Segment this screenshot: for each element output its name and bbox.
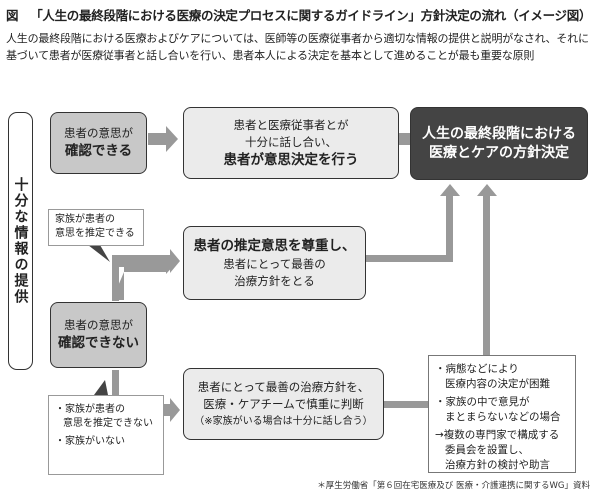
arrow-presumed-to-decision (365, 184, 460, 262)
box-team-judgment: 患者にとって最善の治療方針を、 医療・ケアチームで慎重に判断 （※家族がいる場合… (183, 368, 384, 440)
box-presumed-will-line3: 治療方針をとる (234, 273, 315, 288)
arrow-confirm-to-discussion (148, 126, 178, 152)
callout-tail-lower (94, 380, 108, 395)
box-final-decision-line1: 人生の最終段階における (422, 125, 576, 142)
side-label: 十分な情報の提供 (12, 177, 29, 305)
box-can-confirm-line2: 確認できる (64, 143, 133, 159)
figure-title-text: 「人生の最終段階における医療の決定プロセスに関するガイドライン」方針決定の流れ（… (30, 8, 592, 23)
box-cannot-confirm: 患者の意思が 確認できない (50, 302, 147, 368)
figure-title: 図「人生の最終段階における医療の決定プロセスに関するガイドライン」方針決定の流れ… (6, 5, 591, 24)
note-item1-line1: ・病態などにより (435, 363, 519, 375)
intro-paragraph: 人生の最終段階における医療およびケアについては、医師等の医療従事者から適切な情報… (6, 32, 589, 62)
note-item1-line2: 医療内容の決定が困難 (445, 378, 550, 390)
box-cannot-confirm-line2: 確認できない (58, 335, 139, 351)
box-discussion: 患者と医療従事者とが 十分に話し合い、 患者が意思決定を行う (183, 107, 399, 179)
box-presumed-will: 患者の推定意思を尊重し、 患者にとって最善の 治療方針をとる (183, 226, 366, 300)
callout-family-can-presume-line1: 家族が患者の (55, 214, 115, 225)
box-presumed-will-line2: 患者にとって最善の (223, 256, 326, 271)
box-team-judgment-line1: 患者にとって最善の治療方針を、 (197, 379, 370, 394)
note-item3-line1: →複数の専門家で構成する (435, 429, 560, 441)
box-can-confirm-line1: 患者の意思が (64, 126, 133, 140)
callout-tail-upper (88, 245, 110, 262)
box-presumed-will-line1: 患者の推定意思を尊重し、 (193, 237, 356, 254)
box-discussion-line1: 患者と医療従事者とが (233, 117, 349, 132)
callout-family-cannot: ・家族が患者の 意思を推定できない ・家族がいない (48, 395, 164, 475)
box-final-decision-line2: 医療とケアの方針決定 (429, 144, 569, 161)
callout-family-cannot-item1-line1: ・家族が患者の (55, 404, 125, 415)
arrow-note-to-decision (477, 184, 497, 355)
note-item3-line3: 治療方針の検討や助言 (445, 459, 550, 471)
note-item2-line1: ・家族の中で意見が (435, 396, 530, 408)
note-box: ・病態などにより 医療内容の決定が困難 ・家族の中で意見が まとまらないなどの場… (428, 355, 576, 473)
box-cannot-confirm-line1: 患者の意思が (64, 318, 133, 332)
arrow-cannot-to-presumed (112, 258, 178, 300)
callout-family-can-presume: 家族が患者の 意思を推定できる (48, 209, 144, 246)
callout-family-cannot-item1-line2: 意思を推定できない (63, 418, 153, 429)
source-footnote: ＊厚生労働省「第６回在宅医療及び 医療・介護連携に関するWG」資料 (317, 481, 590, 491)
box-can-confirm: 患者の意思が 確認できる (50, 112, 147, 174)
box-discussion-line3: 患者が意思決定を行う (223, 151, 359, 168)
connector-team-to-note (383, 401, 429, 408)
callout-family-cannot-item2: ・家族がいない (55, 436, 125, 447)
side-label-box: 十分な情報の提供 (8, 112, 33, 370)
box-team-judgment-line3: （※家族がいる場合は十分に話し合う） (194, 415, 373, 427)
figure-label: 図 (6, 8, 19, 23)
box-discussion-line2: 十分に話し合い、 (245, 134, 337, 149)
box-team-judgment-line2: 医療・ケアチームで慎重に判断 (203, 396, 364, 411)
note-item2-line2: まとまらないなどの場合 (445, 411, 561, 423)
callout-family-can-presume-line2: 意思を推定できる (55, 228, 135, 239)
note-item3-line2: 委員会を設置し、 (445, 444, 529, 456)
arrow-head-presumed (112, 249, 180, 301)
box-final-decision: 人生の最終段階における 医療とケアの方針決定 (410, 107, 588, 180)
